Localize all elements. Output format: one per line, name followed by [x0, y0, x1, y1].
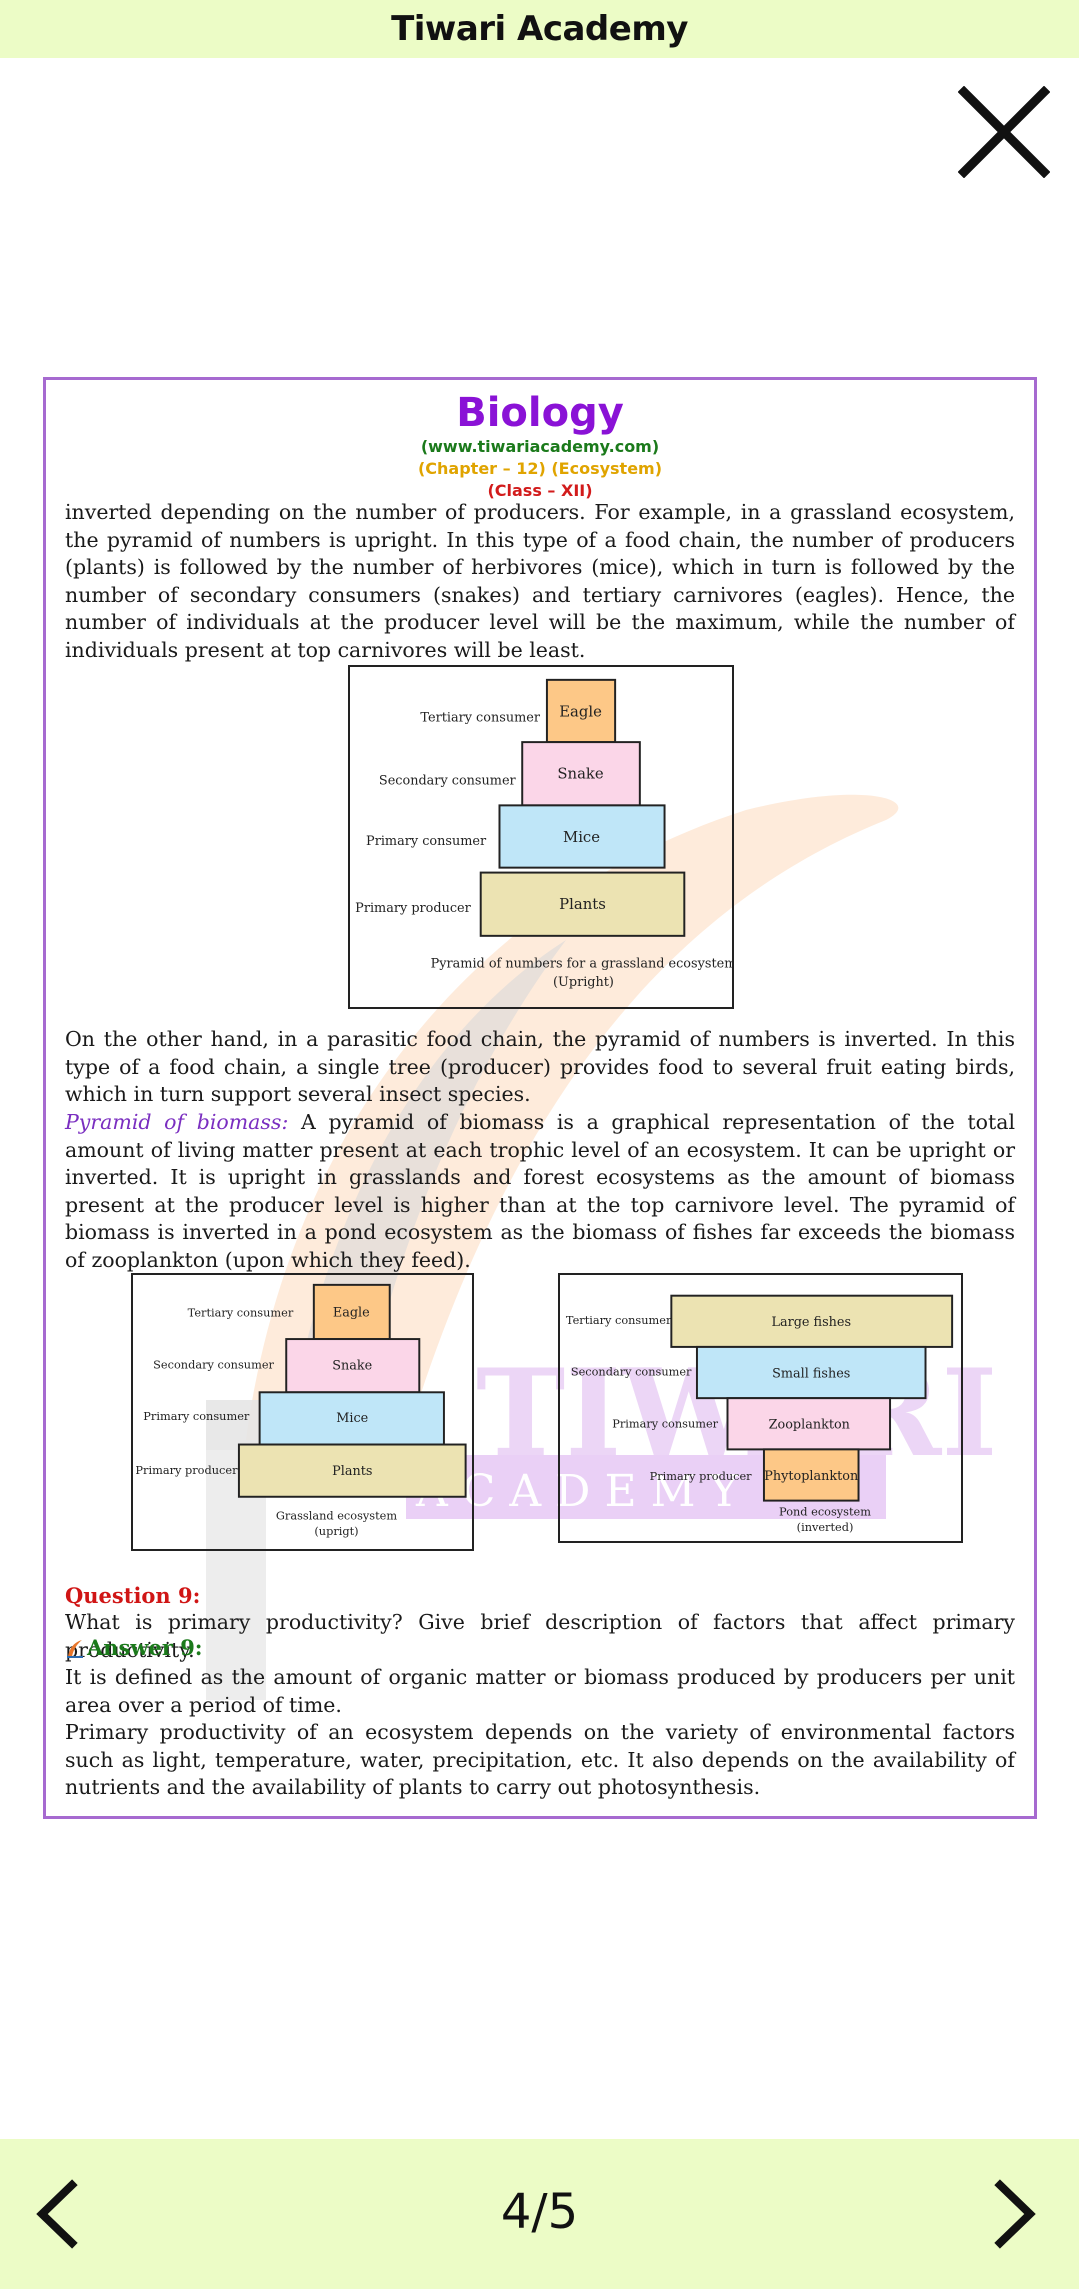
fig3-block-small-fishes — [695, 1345, 927, 1400]
fig3-level-primary: Primary consumer — [612, 1417, 718, 1431]
close-button[interactable] — [957, 85, 1051, 179]
document-chapter: (Chapter – 12) (Ecosystem) — [417, 459, 663, 478]
fig3-block-large-fishes — [670, 1294, 954, 1348]
answer-heading: Answer 9: — [65, 1635, 203, 1660]
figure-grassland-biomass: Tertiary consumer Secondary consumer Pri… — [131, 1273, 474, 1551]
fig3-caption-line1: Pond ecosystem — [779, 1504, 871, 1518]
fig2-block-mice — [258, 1391, 445, 1446]
fig1-caption-line2: (Upright) — [553, 975, 614, 990]
chevron-left-icon — [36, 2179, 78, 2249]
paragraph-pyramid-biomass: Pyramid of biomass: A pyramid of biomass… — [65, 1109, 1015, 1275]
figure-pyramid-of-numbers: Tertiary consumer Secondary consumer Pri… — [348, 665, 734, 1009]
document-page[interactable]: TIWARI A C A D E M Y Biology (www.tiwari… — [43, 377, 1037, 1819]
fig2-level-secondary: Secondary consumer — [153, 1358, 274, 1372]
fig3-label-small-fishes: Small fishes — [772, 1366, 850, 1381]
fig2-level-tertiary: Tertiary consumer — [188, 1305, 294, 1319]
fig3-block-zooplankton — [726, 1397, 892, 1451]
fig1-block-mice — [498, 804, 666, 869]
question-text: What is primary productivity? Give brief… — [65, 1610, 1015, 1662]
pyramid-biomass-label: Pyramid of biomass: — [65, 1110, 289, 1134]
fig1-block-snake — [521, 741, 641, 807]
fig2-label-snake: Snake — [332, 1359, 372, 1374]
fig1-block-plants — [479, 871, 686, 937]
document-class: (Class – XII) — [487, 481, 593, 500]
answer-label: Answer 9: — [87, 1635, 203, 1660]
document-header: Biology (www.tiwariacademy.com) (Chapter… — [46, 390, 1034, 502]
next-page-button[interactable] — [984, 2179, 1044, 2249]
pyramid-biomass-text: A pyramid of biomass is a graphical repr… — [65, 1110, 1015, 1272]
fig2-label-eagle: Eagle — [333, 1305, 370, 1320]
pencil-icon — [67, 1639, 83, 1658]
fig2-block-plants — [237, 1443, 467, 1498]
fig3-caption-line2: (inverted) — [797, 1520, 854, 1534]
fig1-label-mice: Mice — [563, 829, 600, 846]
fig2-level-primary: Primary consumer — [143, 1409, 250, 1423]
fig3-level-secondary: Secondary consumer — [571, 1364, 692, 1378]
fig3-label-zooplankton: Zooplankton — [769, 1418, 850, 1433]
app-header: Tiwari Academy — [0, 0, 1079, 58]
fig2-label-plants: Plants — [332, 1464, 372, 1479]
fig2-caption-line2: (uprigt) — [314, 1524, 358, 1538]
fig1-label-plants: Plants — [559, 896, 606, 913]
pager-bar: 4/5 — [0, 2139, 1079, 2289]
close-icon — [957, 85, 1051, 179]
fig3-level-tertiary: Tertiary consumer — [566, 1313, 672, 1327]
fig3-label-large-fishes: Large fishes — [771, 1315, 851, 1330]
fig1-label-snake: Snake — [557, 766, 603, 783]
question-label: Question 9: — [65, 1583, 201, 1608]
fig2-level-producer: Primary producer — [135, 1463, 238, 1477]
app-title: Tiwari Academy — [391, 9, 688, 49]
paragraph-parasitic-chain: On the other hand, in a parasitic food c… — [65, 1027, 1015, 1107]
paragraph-pyramid-numbers: inverted depending on the number of prod… — [65, 500, 1015, 662]
page-indicator: 4/5 — [500, 2184, 579, 2240]
answer-paragraph-1: It is defined as the amount of organic m… — [65, 1665, 1015, 1717]
fig3-level-producer: Primary producer — [650, 1469, 753, 1483]
document-site: (www.tiwariacademy.com) — [420, 437, 660, 456]
previous-page-button[interactable] — [28, 2179, 88, 2249]
fig2-caption-line1: Grassland ecosystem — [276, 1508, 398, 1522]
fig1-block-eagle — [545, 678, 617, 744]
figure-pond-biomass: Tertiary consumer Secondary consumer Pri… — [558, 1273, 963, 1543]
fig3-label-phytoplankton: Phytoplankton — [764, 1469, 858, 1484]
fig2-label-mice: Mice — [336, 1411, 368, 1426]
fig1-level-tertiary: Tertiary consumer — [420, 710, 540, 725]
answer-paragraph-2: Primary productivity of an ecosystem dep… — [65, 1720, 1015, 1800]
fig3-block-phytoplankton — [762, 1448, 860, 1502]
fig1-level-producer: Primary producer — [355, 901, 471, 916]
fig1-label-eagle: Eagle — [559, 703, 602, 720]
fig2-block-eagle — [312, 1283, 391, 1341]
fig1-level-primary: Primary consumer — [366, 834, 487, 849]
fig1-caption-line1: Pyramid of numbers for a grassland ecosy… — [431, 956, 732, 971]
fig2-block-snake — [285, 1338, 421, 1394]
fig1-level-secondary: Secondary consumer — [379, 774, 517, 789]
document-subject: Biology — [456, 390, 624, 436]
chevron-right-icon — [994, 2179, 1036, 2249]
